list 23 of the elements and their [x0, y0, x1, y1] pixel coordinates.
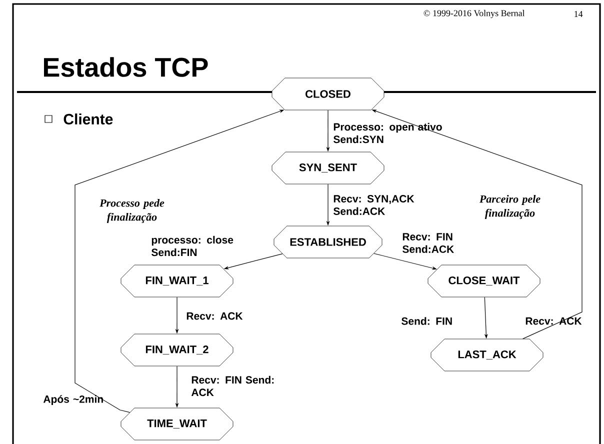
- note: Parceiro pele finalização: [479, 195, 540, 219]
- page-number: 14: [574, 11, 583, 17]
- edge-label: Após ~2min: [43, 395, 103, 405]
- state-box: FIN_WAIT_1: [120, 264, 234, 298]
- edge-label: processo: close Send:FIN: [152, 236, 234, 256]
- bullet-text: Cliente: [64, 114, 113, 124]
- edge-label: Recv: FIN Send: ACK: [191, 376, 274, 396]
- edge-label: Processo: open ativo Send:SYN: [334, 122, 442, 144]
- edge-label: Recv: ACK: [526, 317, 582, 325]
- note: Processo pede finalização: [100, 199, 164, 223]
- state-box: FIN_WAIT_2: [120, 334, 234, 366]
- edge-label: Recv: FIN Send:ACK: [402, 233, 454, 253]
- copyright-note: © 1999-2016 Volnys Bernal: [424, 10, 525, 18]
- edge-label: Send: FIN: [402, 317, 452, 325]
- state-box: LAST_ACK: [430, 338, 544, 372]
- state-box: ESTABLISHED: [274, 226, 382, 258]
- state-box: SYN_SENT: [272, 152, 384, 184]
- edge-label: Recv: ACK: [186, 312, 243, 320]
- title: Estados TCP: [44, 57, 208, 77]
- state-box: CLOSED: [272, 78, 384, 110]
- state-box: CLOSE_WAIT: [428, 264, 540, 298]
- state-box: TIME_WAIT: [120, 408, 234, 440]
- edge-label: Recv: SYN,ACK Send:ACK: [334, 195, 414, 215]
